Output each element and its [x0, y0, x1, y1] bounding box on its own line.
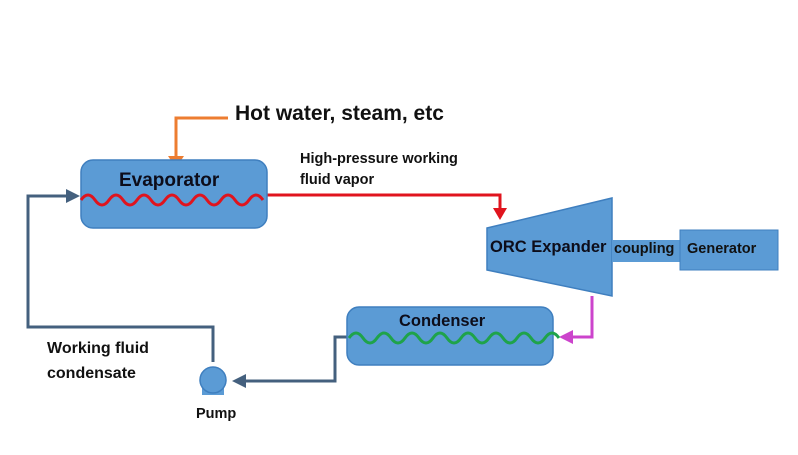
vapor-label-line2: fluid vapor: [300, 172, 375, 188]
condenser-coil: [347, 331, 561, 345]
coupling-shaft: [612, 240, 680, 262]
vapor-line: [265, 193, 507, 220]
heat-source-label: Hot water, steam, etc: [235, 102, 444, 125]
evaporator-coil: [79, 193, 265, 207]
generator-label: Generator: [687, 241, 757, 257]
evaporator-label: Evaporator: [119, 170, 220, 191]
condensate-return-line: [26, 189, 215, 362]
coupling-label: coupling: [614, 241, 675, 257]
condenser-vessel: [346, 306, 554, 366]
generator-block: [679, 229, 779, 271]
vapor-label-line1: High-pressure working: [300, 151, 458, 167]
condensate-label-line2: condensate: [47, 365, 136, 382]
condensate-to-pump-line: [232, 335, 347, 388]
pump-label: Pump: [196, 406, 237, 422]
pump: [199, 366, 227, 395]
condenser-label: Condenser: [399, 312, 486, 330]
expander-label: ORC Expander: [490, 238, 607, 256]
exhaust-line: [559, 296, 594, 344]
orc-expander: [486, 197, 613, 297]
condensate-label-line1: Working fluid: [47, 340, 149, 357]
